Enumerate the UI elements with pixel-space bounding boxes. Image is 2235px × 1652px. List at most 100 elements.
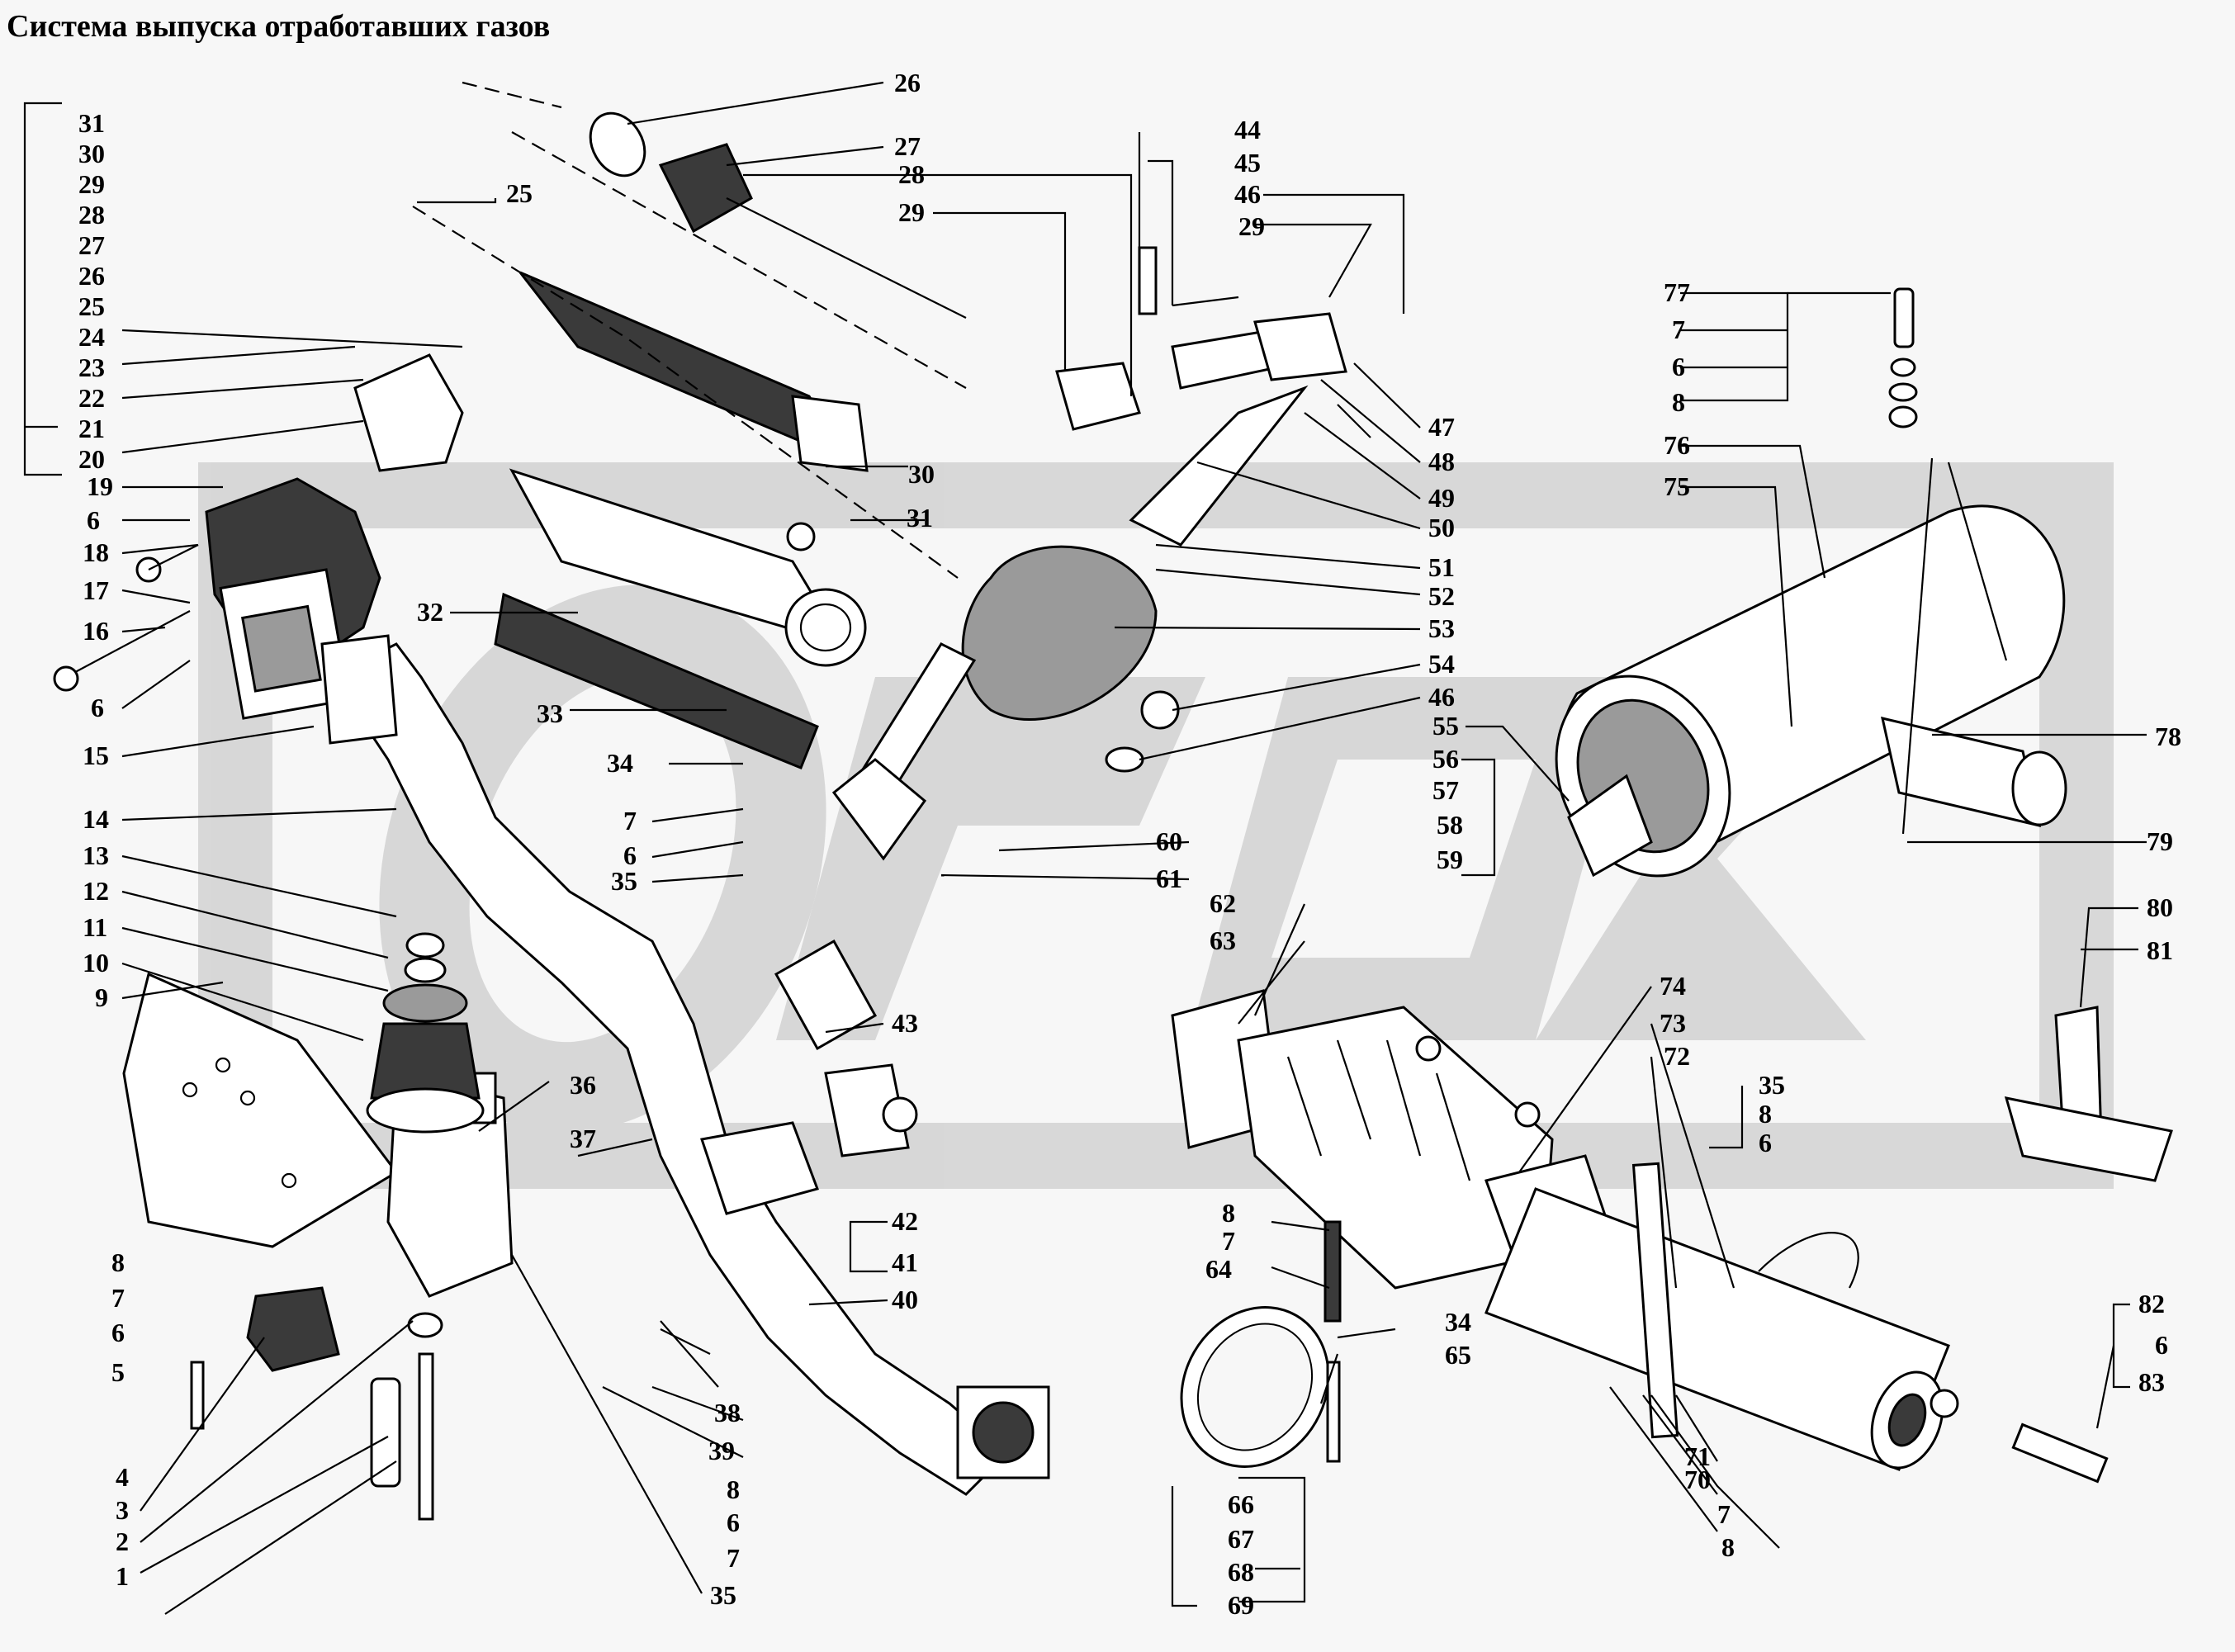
callout-43: 43 xyxy=(892,1008,918,1038)
callout-59: 59 xyxy=(1437,845,1463,874)
callout-29c: 29 xyxy=(1238,211,1265,241)
callout-13: 13 xyxy=(83,840,109,870)
callout-labels: 31 30 29 28 27 26 25 24 23 22 21 20 19 6… xyxy=(78,68,2181,1620)
callout-18: 18 xyxy=(83,537,109,567)
callout-63: 63 xyxy=(1210,925,1236,955)
callout-57: 57 xyxy=(1432,775,1459,805)
callout-31b: 31 xyxy=(907,503,933,533)
callout-5: 5 xyxy=(111,1357,125,1387)
callout-32: 32 xyxy=(417,597,443,627)
callout-54: 54 xyxy=(1428,649,1455,679)
callout-6g: 6 xyxy=(1672,352,1685,381)
callout-40: 40 xyxy=(892,1285,918,1314)
callout-68: 68 xyxy=(1228,1557,1254,1587)
callout-19: 19 xyxy=(87,471,113,501)
callout-36: 36 xyxy=(570,1070,596,1100)
callout-25-list: 25 xyxy=(78,291,105,321)
callout-35b: 35 xyxy=(710,1580,736,1610)
callout-35c: 35 xyxy=(1759,1070,1785,1100)
callout-80: 80 xyxy=(2147,892,2173,922)
callout-7d: 7 xyxy=(1222,1226,1235,1256)
callout-81: 81 xyxy=(2147,935,2173,965)
callout-24: 24 xyxy=(78,322,105,352)
callout-7c: 7 xyxy=(727,1543,740,1573)
control-linkage-center xyxy=(831,246,1371,861)
callout-31-list: 31 xyxy=(78,108,105,138)
callout-60: 60 xyxy=(1156,826,1182,856)
callout-48: 48 xyxy=(1428,447,1455,476)
callout-34b: 34 xyxy=(1445,1307,1471,1337)
callout-76: 76 xyxy=(1664,430,1690,460)
callout-6b: 6 xyxy=(91,693,104,722)
callout-8c: 8 xyxy=(1222,1198,1235,1228)
callout-8d: 8 xyxy=(1759,1099,1772,1129)
callout-50: 50 xyxy=(1428,513,1455,542)
muffler xyxy=(1555,287,2067,878)
callout-7e: 7 xyxy=(1717,1499,1731,1529)
callout-79: 79 xyxy=(2147,826,2173,856)
callout-23: 23 xyxy=(78,353,105,382)
callout-56: 56 xyxy=(1432,744,1459,774)
callout-2-visible: 2 xyxy=(116,1527,129,1556)
callout-20: 20 xyxy=(78,444,105,474)
callout-25b: 25 xyxy=(506,178,533,208)
left-exhaust-brake-valve xyxy=(53,477,381,720)
callout-6e: 6 xyxy=(727,1508,740,1537)
clamp-ring xyxy=(1180,1220,1342,1468)
diagram-title: Система выпуска отработавших газов xyxy=(7,9,551,44)
callout-45: 45 xyxy=(1234,148,1261,178)
bracket-80-81 xyxy=(2004,1006,2173,1182)
callout-73: 73 xyxy=(1660,1008,1686,1038)
callout-27-list: 27 xyxy=(78,230,105,260)
callout-26b: 26 xyxy=(894,68,921,97)
callout-75: 75 xyxy=(1664,471,1690,501)
brake-valve-spring-assembly xyxy=(353,111,967,769)
callout-8f: 8 xyxy=(1672,387,1685,417)
callout-29-list: 29 xyxy=(78,169,105,199)
leader-lines xyxy=(23,81,2147,1615)
callout-28b: 28 xyxy=(898,159,925,189)
callout-61: 61 xyxy=(1156,864,1182,893)
callout-11: 11 xyxy=(83,912,107,942)
callout-44: 44 xyxy=(1234,115,1261,144)
callout-38: 38 xyxy=(714,1398,741,1427)
callout-83: 83 xyxy=(2138,1367,2165,1397)
callout-29b: 29 xyxy=(898,197,925,227)
callout-21: 21 xyxy=(78,414,105,443)
callout-71: 71 xyxy=(1684,1441,1711,1471)
callout-65: 65 xyxy=(1445,1340,1471,1370)
callout-7b: 7 xyxy=(623,806,637,835)
callout-1: 1 xyxy=(116,1561,129,1591)
tail-pipe xyxy=(1484,1162,2109,1484)
callout-66: 66 xyxy=(1228,1489,1254,1519)
callout-30-list: 30 xyxy=(78,139,105,168)
callout-16: 16 xyxy=(83,616,109,646)
callout-8b: 8 xyxy=(727,1474,740,1504)
callout-9: 9 xyxy=(95,982,108,1012)
callout-74: 74 xyxy=(1660,971,1686,1001)
callout-53: 53 xyxy=(1428,613,1455,643)
callout-14: 14 xyxy=(83,804,109,834)
callout-6a: 6 xyxy=(111,1318,125,1347)
callout-17: 17 xyxy=(83,575,109,605)
callout-26-list: 26 xyxy=(78,261,105,291)
callout-35a: 35 xyxy=(611,866,637,896)
callout-49: 49 xyxy=(1428,483,1455,513)
callout-69: 69 xyxy=(1228,1590,1254,1620)
callout-67: 67 xyxy=(1228,1524,1254,1554)
callout-4: 4 xyxy=(116,1462,129,1492)
callout-51: 51 xyxy=(1428,552,1455,582)
callout-52: 52 xyxy=(1428,581,1455,611)
callout-78: 78 xyxy=(2155,722,2181,751)
callout-55: 55 xyxy=(1432,711,1459,741)
callout-22: 22 xyxy=(78,383,105,413)
callout-42: 42 xyxy=(892,1206,918,1236)
callout-6c: 6 xyxy=(87,505,100,535)
exhaust-tube-with-clamps xyxy=(774,939,1620,1290)
callout-77: 77 xyxy=(1664,277,1690,307)
callout-82: 82 xyxy=(2138,1289,2165,1318)
callout-46a: 46 xyxy=(1234,179,1261,209)
callout-8e: 8 xyxy=(1721,1532,1735,1562)
callout-46b: 46 xyxy=(1428,682,1455,712)
callout-10: 10 xyxy=(83,948,109,977)
